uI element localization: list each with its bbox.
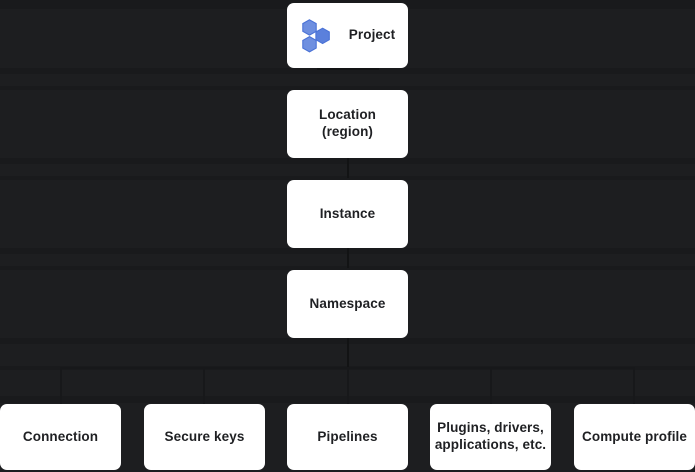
background-band xyxy=(0,248,695,254)
connector-instance-namespace xyxy=(347,248,349,268)
connector-drop-pipelines xyxy=(347,367,349,404)
node-instance[interactable]: Instance xyxy=(287,180,408,248)
background-band xyxy=(0,338,695,344)
background-band xyxy=(0,366,695,370)
node-location[interactable]: Location (region) xyxy=(287,90,408,158)
node-secure-keys-label: Secure keys xyxy=(164,428,245,444)
node-plugins[interactable]: Plugins, drivers, applications, etc. xyxy=(430,404,551,470)
connector-drop-compute-profile xyxy=(633,367,635,404)
background-band xyxy=(0,68,695,74)
connector-drop-connection xyxy=(60,367,62,404)
node-plugins-label: Plugins, drivers, applications, etc. xyxy=(434,420,547,452)
node-connection-label: Connection xyxy=(22,428,99,444)
connector-project-location xyxy=(317,68,379,70)
connector-branch-bus xyxy=(60,367,635,369)
node-namespace[interactable]: Namespace xyxy=(287,270,408,338)
node-compute-profile[interactable]: Compute profile xyxy=(574,404,695,470)
connector-drop-plugins xyxy=(490,367,492,404)
node-compute-profile-label: Compute profile xyxy=(582,428,687,444)
node-project[interactable]: Project xyxy=(287,3,408,68)
background-band xyxy=(0,396,695,403)
node-pipelines-label: Pipelines xyxy=(317,428,378,444)
node-location-label: Location (region) xyxy=(318,107,377,139)
node-secure-keys[interactable]: Secure keys xyxy=(144,404,265,470)
connector-location-instance xyxy=(347,158,349,178)
connector-drop-secure-keys xyxy=(203,367,205,404)
node-instance-label: Instance xyxy=(319,205,376,221)
node-namespace-label: Namespace xyxy=(309,295,386,311)
project-hexagons-icon xyxy=(302,18,330,53)
connector-namespace-branch xyxy=(347,338,349,368)
node-pipelines[interactable]: Pipelines xyxy=(287,404,408,470)
node-connection[interactable]: Connection xyxy=(0,404,121,470)
background-band xyxy=(0,158,695,164)
node-project-label: Project xyxy=(348,27,396,43)
